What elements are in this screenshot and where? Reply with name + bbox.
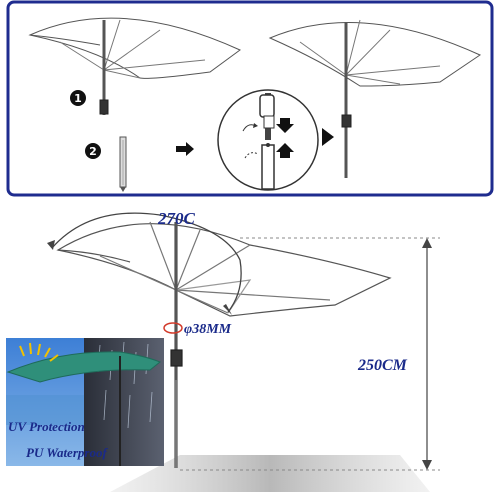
main-clamp: [170, 349, 183, 367]
step-number-2: 2: [89, 145, 97, 158]
zoom-detail-circle: [217, 89, 319, 191]
rotation-arc: [47, 212, 242, 315]
sun-icon: [19, 342, 59, 362]
triangle-pointer-icon: [322, 128, 334, 146]
arrow-up-icon: [276, 143, 294, 158]
detail-clamp: [259, 94, 275, 118]
feature-label-waterproof: PU Waterproof: [26, 445, 108, 460]
feature-inset: UV Protection PU Waterproof: [6, 338, 164, 466]
height-label: 250CM: [357, 357, 408, 374]
assembled-umbrella: [268, 19, 482, 178]
step-number-1: 1: [74, 92, 82, 105]
height-dimension-arrow: [422, 238, 432, 470]
diameter-marker: [163, 322, 183, 334]
detail-lower-pole: [261, 144, 275, 190]
inset-canopy: [6, 351, 161, 383]
feature-label-uv: UV Protection: [8, 419, 85, 434]
step1-umbrella: [28, 17, 241, 115]
assembled-clamp: [341, 114, 352, 128]
step1-clamp: [99, 99, 109, 115]
main-umbrella: [56, 221, 392, 468]
step-badge-2: 2: [85, 143, 101, 159]
arrow-down-icon: [276, 118, 294, 133]
arrow-right-icon: [176, 142, 194, 156]
pole-diameter-label: φ38MM: [184, 322, 232, 337]
rotation-angle-label: 270C: [157, 209, 196, 228]
instruction-panel: 1 2: [6, 0, 494, 197]
step-badge-1: 1: [70, 90, 86, 106]
ground-spike: [119, 136, 127, 192]
main-canopy: [56, 223, 392, 317]
ground-shadow: [110, 455, 430, 492]
